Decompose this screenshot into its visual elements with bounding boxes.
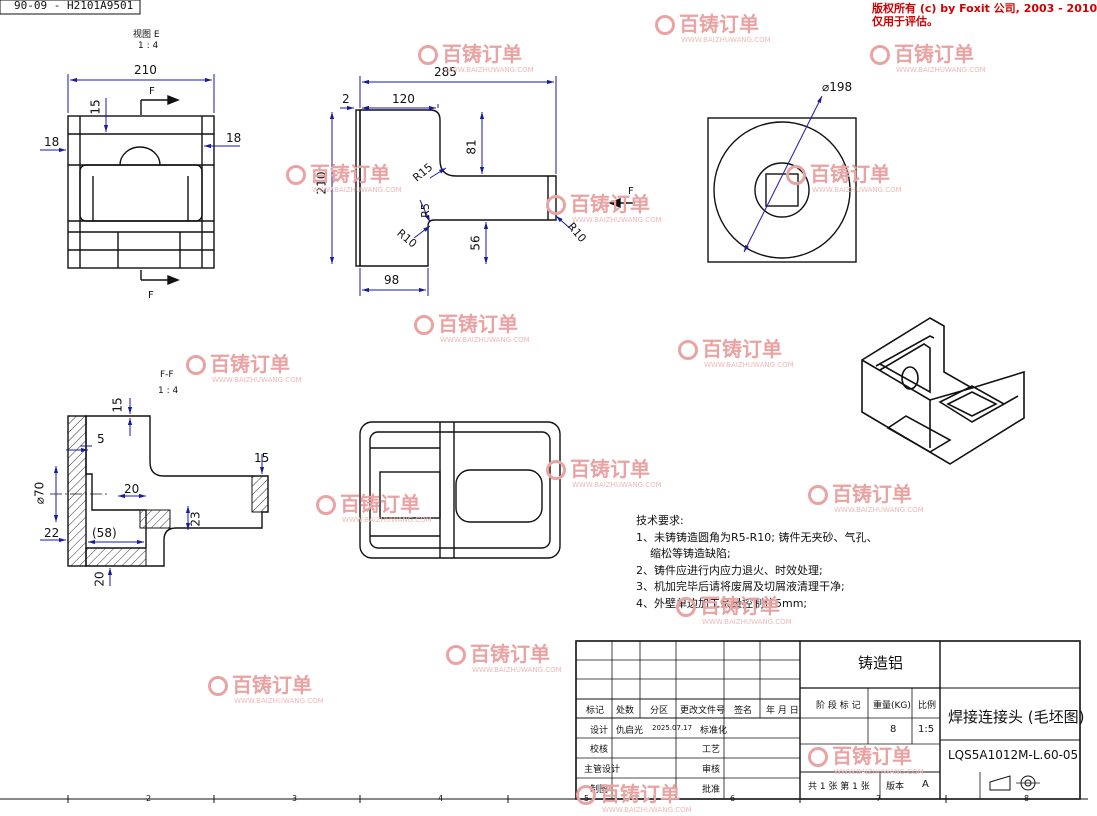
ruler-6: 6 xyxy=(730,794,736,803)
tb-row-chief-right: 审核 xyxy=(702,765,721,775)
tb-weight: 8 xyxy=(890,724,897,735)
tb-header-date: 年 月 日 xyxy=(766,706,799,716)
dim-sec-22: 22 xyxy=(44,526,60,540)
tb-row-design-name: 仇启光 xyxy=(616,726,644,736)
dim-sec-15a: 15 xyxy=(110,397,125,413)
tb-row-chief-label: 主管设计 xyxy=(584,765,621,775)
ruler-5: 5 xyxy=(584,794,590,803)
front-view xyxy=(67,115,215,269)
dim-front-15: 15 xyxy=(88,99,103,115)
watermark-url: WWW.BAIZHUWANG.COM xyxy=(602,806,692,814)
tb-row-design-label: 设计 xyxy=(590,726,609,736)
dim-top-dia: ⌀198 xyxy=(822,80,853,94)
tb-drawing-no: LQS5A1012M-L.60-05 xyxy=(948,748,1079,762)
drawing-canvas xyxy=(0,0,1088,803)
tb-version-label: 版本 xyxy=(886,782,905,792)
ruler-4: 4 xyxy=(438,794,444,803)
tech-item-4: 4、外壁单边加工余量控制住5mm; xyxy=(636,596,808,610)
ruler-3: 3 xyxy=(292,794,298,803)
dim-sec-15b: 15 xyxy=(254,451,270,465)
dim-side-120: 120 xyxy=(392,92,415,106)
dim-side-210: 210 xyxy=(314,171,329,195)
dim-front-18a: 18 xyxy=(44,135,60,149)
tb-scale-label: 比例 xyxy=(918,701,937,711)
top-view-dims xyxy=(743,95,823,253)
side-view xyxy=(355,109,557,267)
bottom-ruler xyxy=(0,795,1088,803)
tb-row-check-label: 校核 xyxy=(590,745,609,755)
tb-part-name: 焊接连接头 (毛坯图) xyxy=(948,708,1085,726)
front-view-dims xyxy=(40,74,240,153)
side-view-dims xyxy=(329,76,573,296)
view-e-label: 视图 E xyxy=(133,30,160,40)
top-left-stub-text: 90-09 - H2101A9501 xyxy=(14,0,134,12)
tech-item-2: 2、铸件应进行内应力退火、时效处理; xyxy=(636,563,823,577)
ruler-8: 8 xyxy=(1024,794,1030,803)
side-view-section-arrow xyxy=(608,197,635,209)
copyright-notice: 版权所有 (c) by Foxit 公司, 2003 - 2010 仅用于评估。 xyxy=(872,2,1097,28)
view-ff-label: F-F xyxy=(160,370,174,380)
tb-header-count: 处数 xyxy=(616,706,635,716)
tech-title: 技术要求: xyxy=(636,514,684,527)
dim-sec-20b: 20 xyxy=(92,571,107,587)
dim-side-2: 2 xyxy=(342,92,350,106)
section-marker-bottom: F xyxy=(148,290,154,301)
ruler-2: 2 xyxy=(146,794,152,803)
section-ff-dims xyxy=(40,398,265,586)
tb-weight-label: 重量(KG) xyxy=(873,701,911,711)
dim-front-18b: 18 xyxy=(226,131,242,145)
tb-scale: 1:5 xyxy=(918,724,935,735)
section-marker-top: F xyxy=(149,86,155,97)
tb-row-design-date: 2025.07.17 xyxy=(652,724,693,732)
dim-side-285: 285 xyxy=(434,65,457,79)
tech-item-1: 1、未铸铸造圆角为R5-R10; 铸件无夹砂、气孔、 xyxy=(636,530,878,544)
section-marker-side: F xyxy=(628,186,634,197)
copyright-line-2: 仅用于评估。 xyxy=(872,15,938,28)
ruler-7: 7 xyxy=(876,794,882,803)
tech-item-3: 3、机加完毕后请将废屑及切屑液清理干净; xyxy=(636,580,845,593)
isometric-view xyxy=(861,317,1025,465)
copyright-line-1: 版权所有 (c) by Foxit 公司, 2003 - 2010 xyxy=(872,2,1097,15)
dim-side-98: 98 xyxy=(384,273,400,287)
dim-sec-58: (58) xyxy=(92,526,117,540)
dim-side-r5: R5 xyxy=(418,203,432,218)
tb-header-sign: 签名 xyxy=(734,706,753,716)
tech-requirements: 技术要求: 1、未铸铸造圆角为R5-R10; 铸件无夹砂、气孔、 缩松等铸造缺陷… xyxy=(636,513,877,612)
tb-version: A xyxy=(922,779,929,790)
tb-row-check-right: 工艺 xyxy=(702,745,721,755)
tb-row-draw-label: 制图 xyxy=(590,785,609,795)
tb-material: 铸造铝 xyxy=(858,654,904,672)
view-ff-scale: 1 : 4 xyxy=(158,386,179,396)
dim-side-81: 81 xyxy=(464,139,479,155)
tb-row-design-right: 标准化 xyxy=(700,726,728,736)
top-view xyxy=(707,117,857,263)
dim-sec-20a: 20 xyxy=(124,482,140,496)
top-left-stub xyxy=(0,0,141,15)
dim-sec-dia70: ⌀70 xyxy=(32,481,47,505)
tb-stage-label: 阶 段 标 记 xyxy=(816,701,861,711)
tb-header-mark: 标记 xyxy=(586,706,605,716)
tb-sheet-info: 共 1 张 第 1 张 xyxy=(808,782,870,792)
dim-sec-23: 23 xyxy=(188,511,203,527)
tb-row-draw-right: 批准 xyxy=(702,785,721,795)
dim-side-56: 56 xyxy=(468,235,483,251)
dim-sec-5: 5 xyxy=(97,432,105,446)
bottom-view xyxy=(359,421,561,559)
tb-header-zone: 分区 xyxy=(650,706,669,716)
tech-item-1b: 缩松等铸造缺陷; xyxy=(636,547,731,560)
view-e-scale: 1 : 4 xyxy=(138,41,159,51)
dim-front-width: 210 xyxy=(134,63,157,77)
tb-header-change: 更改文件号 xyxy=(680,706,726,716)
section-ff xyxy=(50,415,269,567)
front-view-section-arrows xyxy=(140,94,180,286)
